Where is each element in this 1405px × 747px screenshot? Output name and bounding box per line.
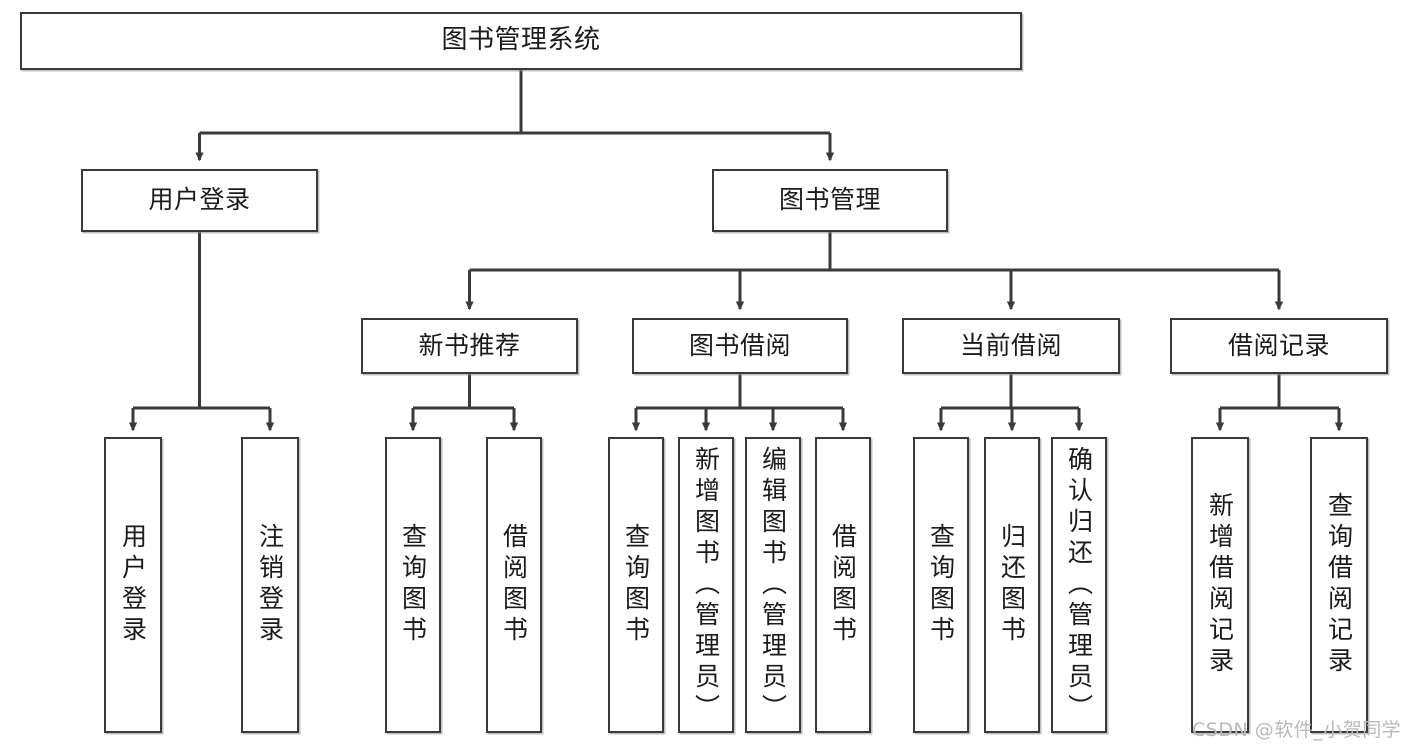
leaf-borrow-book-borrow[interactable]: 借阅图书 [815, 437, 871, 733]
node-book-borrow-label: 图书借阅 [688, 330, 791, 360]
leaf-edit-book-admin[interactable]: 编辑图书（管理员） [745, 437, 801, 733]
node-book-management-label: 图书管理 [778, 185, 881, 215]
node-user-login-label: 用户登录 [148, 185, 251, 215]
node-current-borrow-label: 当前借阅 [959, 330, 1062, 360]
leaf-add-borrow-record[interactable]: 新增借阅记录 [1191, 437, 1249, 733]
leaf-add-book-admin[interactable]: 新增图书（管理员） [678, 437, 734, 733]
node-new-book-recommend-label: 新书推荐 [418, 330, 521, 360]
leaf-confirm-return-admin[interactable]: 确认归还（管理员） [1051, 437, 1107, 733]
node-current-borrow[interactable]: 当前借阅 [902, 318, 1120, 374]
leaf-edit-book-admin-label: 编辑图书（管理员） [758, 445, 788, 725]
leaf-query-book-borrow[interactable]: 查询图书 [608, 437, 664, 733]
node-borrow-record-label: 借阅记录 [1227, 330, 1330, 360]
leaf-query-book-current-label: 查询图书 [926, 523, 956, 647]
leaf-return-book-label: 归还图书 [997, 523, 1027, 647]
node-new-book-recommend[interactable]: 新书推荐 [361, 318, 578, 374]
leaf-query-book-borrow-label: 查询图书 [621, 523, 651, 647]
csdn-watermark: CSDN @软件_小贺同学 [1192, 719, 1402, 741]
leaf-query-borrow-record[interactable]: 查询借阅记录 [1310, 437, 1368, 733]
leaf-logout-label: 注销登录 [255, 523, 285, 647]
leaf-confirm-return-admin-label: 确认归还（管理员） [1064, 445, 1094, 725]
leaf-return-book[interactable]: 归还图书 [984, 437, 1040, 733]
leaf-query-book-newbook[interactable]: 查询图书 [385, 437, 441, 733]
leaf-borrow-book-newbook-label: 借阅图书 [499, 523, 529, 647]
leaf-query-borrow-record-label: 查询借阅记录 [1324, 492, 1354, 678]
node-root-label: 图书管理系统 [441, 25, 601, 56]
leaf-borrow-book-borrow-label: 借阅图书 [828, 523, 858, 647]
leaf-borrow-book-newbook[interactable]: 借阅图书 [486, 437, 542, 733]
leaf-query-book-newbook-label: 查询图书 [398, 523, 428, 647]
leaf-user-login[interactable]: 用户登录 [104, 437, 162, 733]
node-book-management[interactable]: 图书管理 [712, 169, 948, 232]
node-root[interactable]: 图书管理系统 [20, 12, 1022, 70]
node-user-login[interactable]: 用户登录 [81, 169, 318, 232]
leaf-user-login-label: 用户登录 [118, 523, 148, 647]
leaf-add-book-admin-label: 新增图书（管理员） [691, 445, 721, 725]
node-borrow-record[interactable]: 借阅记录 [1170, 318, 1388, 374]
node-book-borrow[interactable]: 图书借阅 [632, 318, 848, 374]
leaf-query-book-current[interactable]: 查询图书 [913, 437, 969, 733]
leaf-add-borrow-record-label: 新增借阅记录 [1205, 492, 1235, 678]
leaf-logout[interactable]: 注销登录 [241, 437, 299, 733]
